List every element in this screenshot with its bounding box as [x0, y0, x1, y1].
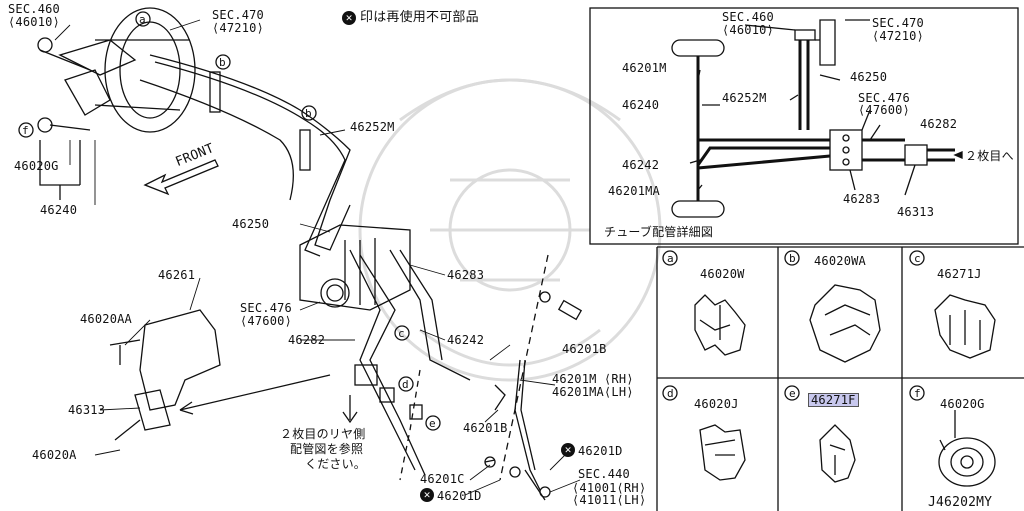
clip-d-part: 46020J	[694, 397, 739, 411]
label-46020g: 46020G	[14, 159, 59, 173]
label-46282: 46282	[288, 333, 326, 347]
label-sec460-sub: ⟨46010⟩	[8, 15, 60, 29]
diagram-code: J46202MY	[928, 495, 993, 510]
ref-b: b	[219, 56, 226, 69]
clip-drawings	[694, 284, 996, 487]
notice-text: 印は再使用不可部品	[360, 10, 479, 25]
label-46201ma-lh: 46201MA⟨LH⟩	[552, 385, 634, 399]
clip-e-part-highlighted: 46271F	[808, 393, 859, 407]
connector-46313	[179, 364, 378, 424]
leader-lines	[54, 19, 581, 496]
detail-label-46313: 46313	[897, 205, 935, 219]
clip-b-key: b	[789, 252, 796, 265]
detail-label-46240: 46240	[622, 98, 660, 112]
ref-e: e	[429, 417, 436, 430]
not-reusable-icon: ✕	[342, 11, 356, 25]
label-sec470: SEC.470	[212, 8, 264, 22]
brake-booster	[37, 7, 196, 200]
label-46313: 46313	[68, 403, 106, 417]
label-46252m: 46252M	[350, 120, 395, 134]
label-46250: 46250	[232, 217, 270, 231]
label-sec476-sub: ⟨47600⟩	[240, 314, 292, 328]
detail-label-sec460-sub: ⟨46010⟩	[722, 23, 774, 37]
label-46201b-lower: 46201B	[463, 421, 508, 435]
label-46283: 46283	[447, 268, 485, 282]
clip-f-key: f	[914, 387, 921, 400]
rear-note-line3: ください。	[305, 457, 367, 471]
ref-f: f	[22, 124, 29, 137]
detail-label-46201m: 46201M	[622, 61, 667, 75]
rear-hose	[484, 291, 583, 501]
detail-label-to-sheet2: ２枚目へ	[965, 149, 1014, 163]
clip-e-key: e	[789, 387, 796, 400]
label-46240: 46240	[40, 203, 78, 217]
detail-label-46201ma: 46201MA	[608, 184, 660, 198]
label-46201c: 46201C	[420, 472, 465, 486]
detail-label-46250: 46250	[850, 70, 888, 84]
label-46261: 46261	[158, 268, 196, 282]
abs-actuator	[299, 224, 411, 311]
detail-label-sec470: SEC.470	[872, 16, 924, 30]
label-46201b-upper: 46201B	[562, 342, 607, 356]
label-sec440-lh: ⟨41011⟨LH⟩	[572, 493, 647, 507]
ref-b: b	[305, 107, 312, 120]
detail-label-sec460: SEC.460	[722, 10, 774, 24]
label-sec470-sub: ⟨47210⟩	[212, 21, 264, 35]
detail-label-sec476: SEC.476	[858, 91, 910, 105]
detail-label-46252m: 46252M	[722, 91, 767, 105]
not-reusable-icon: ✕	[420, 488, 434, 502]
rear-note-line1: ２枚目のリヤ側	[280, 427, 366, 441]
ref-circles-main	[18, 11, 441, 431]
clip-d-key: d	[667, 387, 674, 400]
label-sec440: SEC.440	[578, 467, 630, 481]
clip-f-part: 46020G	[940, 397, 985, 411]
detail-label-46283: 46283	[843, 192, 881, 206]
label-46201m-rh: 46201M ⟨RH⟩	[552, 372, 634, 386]
front-arrow	[143, 159, 219, 196]
detail-title: チューブ配管詳細図	[604, 225, 714, 239]
detail-label-46282: 46282	[920, 117, 958, 131]
label-46201d-left: 46201D	[437, 489, 482, 503]
tube-clips	[209, 71, 423, 420]
rear-note-line2: 配管図を参照	[290, 442, 364, 456]
label-sec460: SEC.460	[8, 2, 60, 16]
label-sec476: SEC.476	[240, 301, 292, 315]
ref-c: c	[398, 327, 405, 340]
detail-label-sec470-sub: ⟨47210⟩	[872, 29, 924, 43]
detail-label-46242: 46242	[622, 158, 660, 172]
clip-b-part: 46020WA	[814, 254, 866, 268]
brake-tubes	[139, 54, 549, 491]
clip-cell-circles	[662, 250, 925, 401]
bracket-46261	[109, 309, 221, 441]
ref-a: a	[139, 13, 146, 26]
ref-d: d	[402, 378, 409, 391]
clip-c-key: c	[914, 252, 921, 265]
detail-panel	[589, 7, 1024, 511]
label-46242: 46242	[447, 333, 485, 347]
detail-label-sec476-sub: ⟨47600⟩	[858, 103, 910, 117]
not-reusable-icon: ✕	[561, 443, 575, 457]
clip-c-part: 46271J	[937, 267, 982, 281]
label-46020aa: 46020AA	[80, 312, 132, 326]
watermark-emblem	[358, 78, 662, 382]
label-46020a: 46020A	[32, 448, 77, 462]
clip-a-key: a	[667, 252, 674, 265]
label-sec440-rh: ⟨41001⟨RH⟩	[572, 481, 647, 495]
detail-schematic	[671, 19, 963, 218]
label-46201d-right: 46201D	[578, 444, 623, 458]
clip-a-part: 46020W	[700, 267, 745, 281]
